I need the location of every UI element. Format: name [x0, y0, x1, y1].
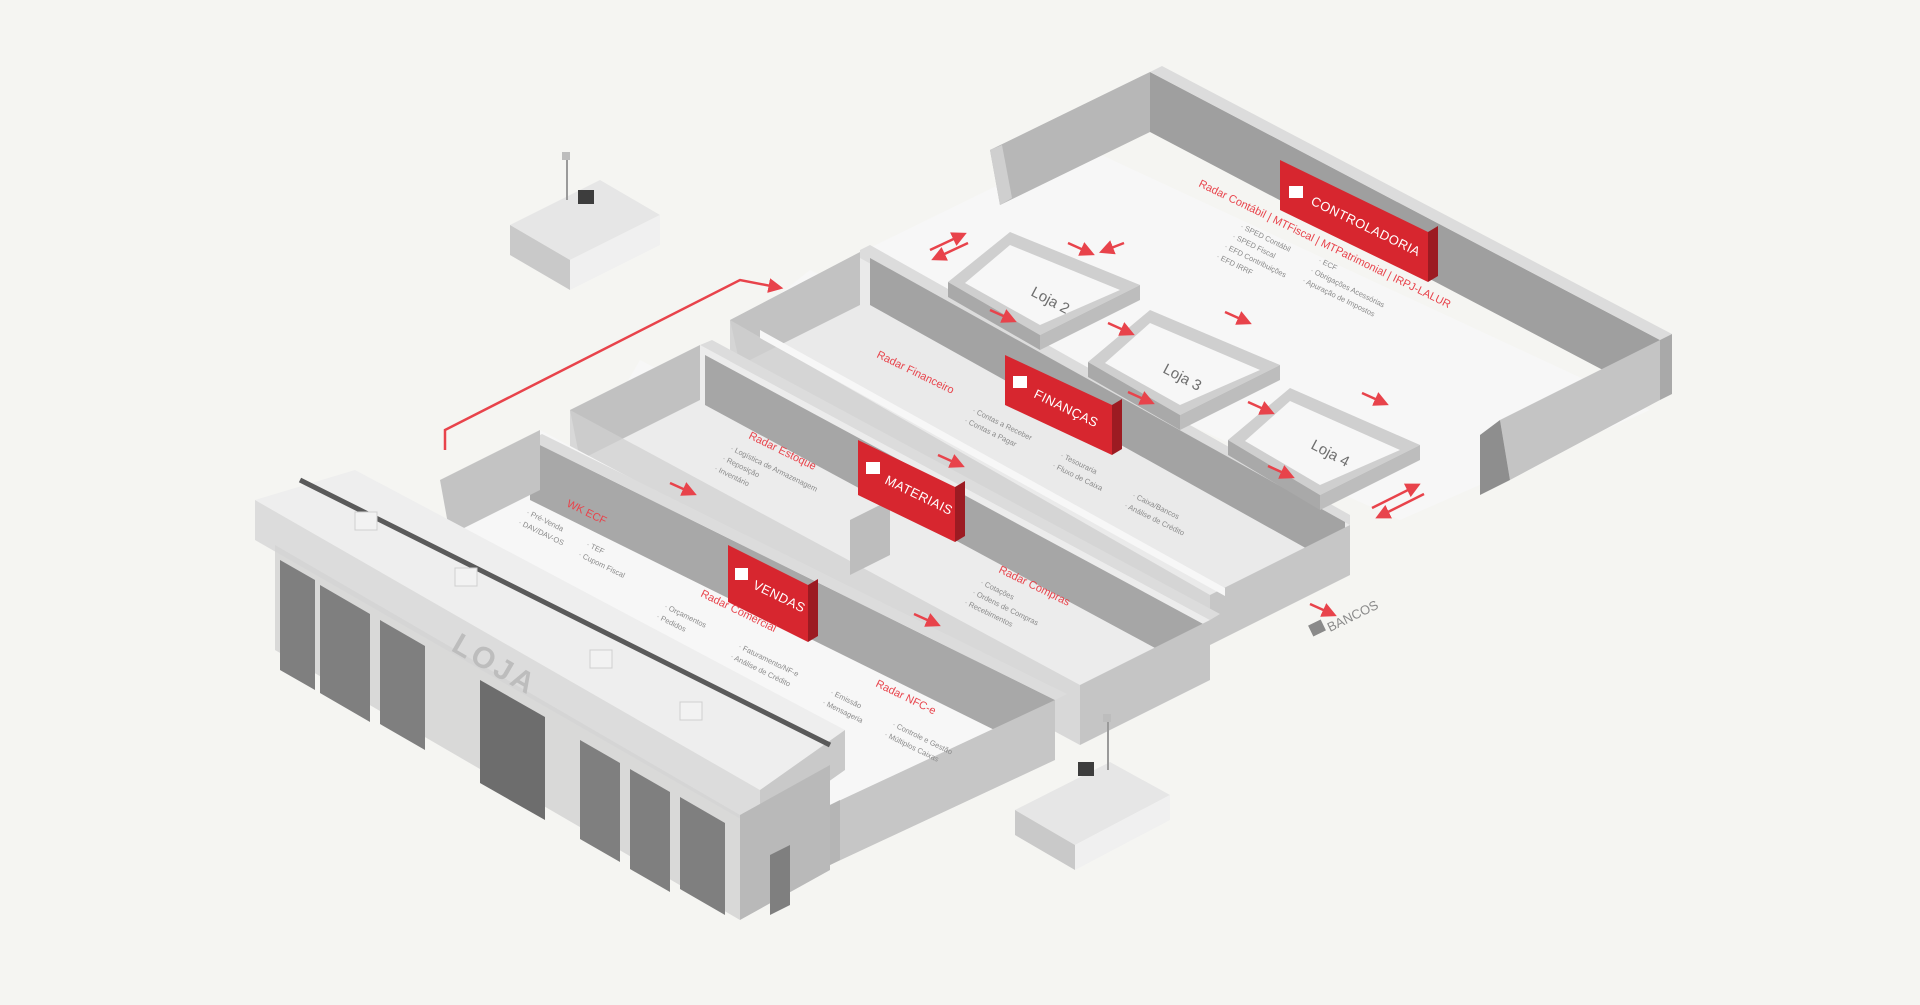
- sign-financas: FINANÇAS: [1005, 355, 1122, 455]
- calculator-icon: [1289, 186, 1303, 198]
- arrow: [669, 481, 697, 496]
- flow-arrow-store-to-warehouse: [443, 278, 784, 450]
- monitor-icon: [578, 190, 594, 204]
- banks-label: BANCOS: [1308, 597, 1381, 637]
- arrow: [989, 308, 1017, 323]
- banks-label-text: BANCOS: [1325, 597, 1381, 635]
- branch-loja-3: Loja 3: [1088, 310, 1280, 430]
- arrow: [1224, 310, 1252, 325]
- sign-vendas: VENDAS: [728, 545, 818, 642]
- checkout-counter-bottom: [1015, 714, 1170, 870]
- arrow: [1067, 241, 1095, 256]
- arrow: [913, 612, 941, 627]
- sign-materiais: MATERIAIS: [858, 440, 965, 542]
- arrow: [1375, 492, 1425, 519]
- arrow: [1371, 483, 1421, 510]
- chart-icon: [1013, 376, 1027, 388]
- arrow: [937, 453, 965, 468]
- branch-loja-2: Loja 2: [948, 232, 1140, 350]
- arrow: [1309, 602, 1337, 617]
- cash-register-icon: [735, 568, 748, 580]
- arrow: [1267, 464, 1295, 479]
- arrow: [1127, 390, 1155, 405]
- flow-arrows: [443, 232, 1425, 627]
- store-building: LOJA: [255, 470, 845, 920]
- monitor-icon: [1078, 762, 1094, 776]
- arrow: [1099, 240, 1125, 255]
- arrow: [931, 241, 969, 261]
- arrow: [1361, 391, 1389, 406]
- bank-icon: [1308, 619, 1326, 637]
- arrow: [1107, 321, 1135, 336]
- cart-icon: [866, 462, 880, 474]
- arrow: [1247, 400, 1275, 415]
- checkout-counter-top: [510, 152, 660, 290]
